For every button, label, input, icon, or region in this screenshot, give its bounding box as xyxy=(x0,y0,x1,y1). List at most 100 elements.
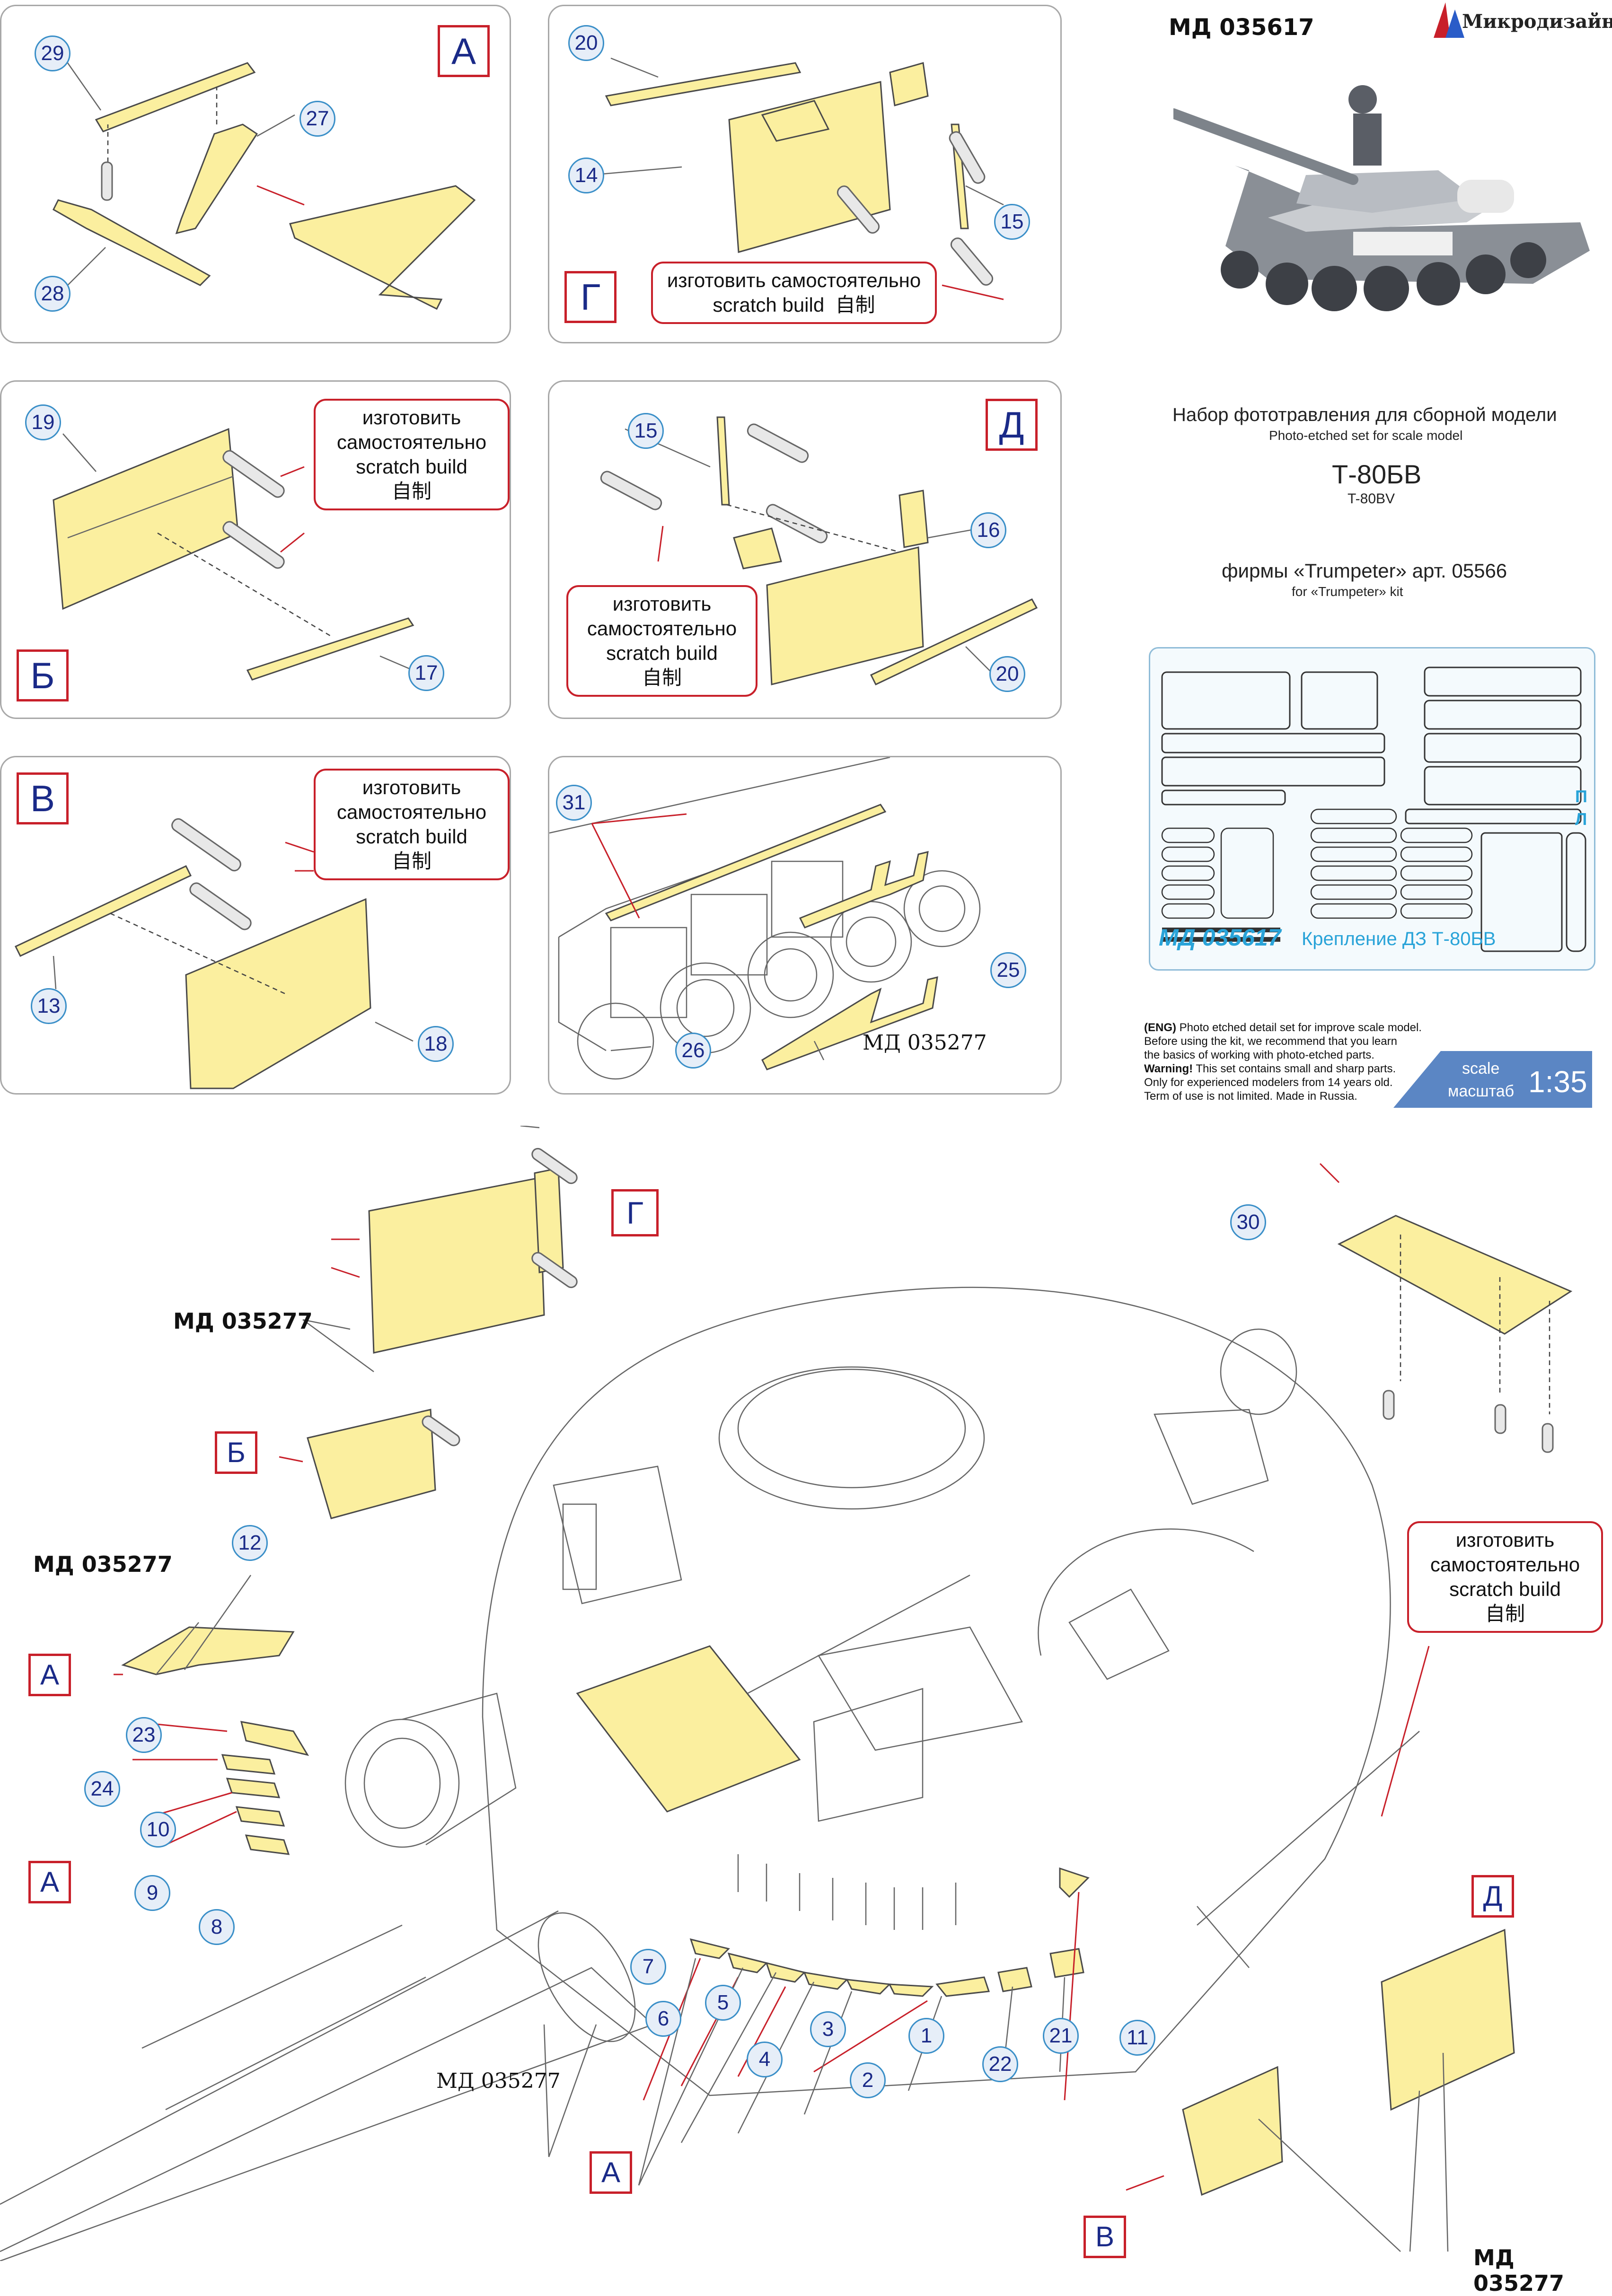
part-2-shape xyxy=(888,1983,934,1997)
kit-ru: фирмы «Trumpeter» арт. 05566 xyxy=(1222,560,1507,582)
fret-sheet: П Л МД 035617 Крепление ДЗ Т-80БВ xyxy=(1149,647,1595,971)
part-b-assembly-main xyxy=(307,1409,436,1519)
related-kit-label-a: МД 035277 xyxy=(33,1551,173,1577)
part-19-shape xyxy=(53,428,239,610)
scale-label-ru: масштаб xyxy=(1448,1082,1515,1100)
disclaimer-line2: Before using the kit, we recommend that … xyxy=(1144,1035,1397,1048)
part-number-13: 13 xyxy=(31,988,67,1024)
panel-b-letter: Б xyxy=(17,649,69,701)
main-part-number-1: 1 xyxy=(908,2018,944,2054)
panel-d-drawing xyxy=(600,416,1038,685)
main-part-number-6: 6 xyxy=(645,2001,681,2037)
scratch-ru2: самостоятельно xyxy=(336,431,487,453)
panel-v-drawing xyxy=(14,818,414,1089)
model-en: T-80BV xyxy=(1348,491,1395,507)
title-en: Photo-etched set for scale model xyxy=(1269,428,1463,443)
part-6-shape xyxy=(727,1952,768,1973)
part-assembled-a xyxy=(289,185,476,310)
related-kit-label-d: МД 035277 xyxy=(1473,2245,1565,2296)
scratch-ru: изготовить самостоятельно xyxy=(667,269,921,291)
brand-logo-icon xyxy=(1434,2,1464,38)
scratch-ru1: изготовить xyxy=(612,593,712,615)
main-letter-g: Г xyxy=(611,1189,659,1236)
scratch-en: scratch build xyxy=(356,825,467,848)
panel-b: 19 17 Б изготовить самостоятельно scratc… xyxy=(0,380,511,719)
main-letter-a-top: А xyxy=(28,1654,71,1696)
part-number-17: 17 xyxy=(408,655,444,691)
disclaimer-line1: Photo etched detail set for improve scal… xyxy=(1176,1021,1422,1034)
scratch-ru2: самостоятельно xyxy=(1430,1553,1580,1576)
header-code: МД 035617 xyxy=(1169,14,1314,41)
part-22-shape xyxy=(997,1967,1032,1992)
scratch-en: scratch build xyxy=(356,456,467,478)
main-part-number-12: 12 xyxy=(232,1525,268,1561)
main-part-number-3: 3 xyxy=(810,2011,846,2047)
scratch-en: scratch build xyxy=(606,642,718,664)
part-18-shape xyxy=(185,898,371,1089)
scratch-en: scratch build xyxy=(713,294,825,316)
part-number-27: 27 xyxy=(299,101,335,137)
part-bracket-g2 xyxy=(889,62,929,106)
part-16-shape xyxy=(766,546,924,685)
part-number-16: 16 xyxy=(970,512,1006,548)
main-letter-v: В xyxy=(1083,2216,1126,2258)
part-bracket-g1 xyxy=(761,100,830,142)
scale-badge xyxy=(1393,1051,1592,1108)
main-part-number-4: 4 xyxy=(747,2042,783,2077)
scratch-ru1: изготовить xyxy=(362,776,461,798)
part-21-shape xyxy=(1049,1948,1084,1978)
panel-d-letter: Д xyxy=(986,399,1038,451)
part-11-shape xyxy=(1059,1867,1090,1898)
scratch-ru2: самостоятельно xyxy=(587,617,737,640)
turret-drawing xyxy=(0,1126,1573,2261)
main-letter-b: Б xyxy=(215,1431,257,1474)
scratch-build-note-g: изготовить самостоятельно scratch build … xyxy=(651,262,937,324)
part-d-assembly xyxy=(1381,1928,1515,2111)
part-1-shape xyxy=(935,1976,990,1997)
scale-value: 1:35 xyxy=(1528,1065,1587,1099)
part-28-shape xyxy=(53,199,211,286)
model-ru: Т-80БВ xyxy=(1332,459,1422,489)
part-16-flange xyxy=(898,490,929,548)
part-9-shape xyxy=(235,1806,285,1827)
title-ru: Набор фототравления для сборной модели xyxy=(1172,404,1557,425)
panel-a: А 29 27 28 xyxy=(0,5,511,343)
fret-drawing xyxy=(1161,666,1586,952)
scratch-build-note-v: изготовить самостоятельно scratch build … xyxy=(314,769,510,880)
related-kit-label-bottom: МД 035277 xyxy=(436,2069,561,2093)
main-part-number-24: 24 xyxy=(84,1771,120,1807)
panel-d: Д 15 16 20 изготовить самостоятельно scr… xyxy=(548,380,1062,719)
part-number-31: 31 xyxy=(556,785,592,821)
main-part-number-22: 22 xyxy=(982,2046,1018,2082)
part-20-shape-d xyxy=(870,598,1038,685)
scratch-build-note-d: изготовить самостоятельно scratch build … xyxy=(566,585,758,697)
part-17-shape xyxy=(246,617,414,681)
part-number-26: 26 xyxy=(675,1033,711,1069)
part-a-assembly xyxy=(121,1626,295,1675)
scratch-build-note-b: изготовить самостоятельно scratch build … xyxy=(314,399,510,510)
disclaimer: (ENG) Photo etched detail set for improv… xyxy=(1144,1021,1422,1103)
panel-g-drawing xyxy=(601,57,1004,300)
scratch-cn: 自制 xyxy=(835,294,875,316)
part-7-shape xyxy=(689,1938,730,1959)
part-30-installed xyxy=(576,1645,801,1813)
part-number-20-d: 20 xyxy=(989,656,1025,692)
scratch-ru1: изготовить xyxy=(1455,1529,1555,1551)
part-number-14: 14 xyxy=(568,158,604,193)
part-26-shape xyxy=(761,976,938,1070)
related-kit-label-g: МД 035277 xyxy=(173,1308,313,1334)
main-part-number-8: 8 xyxy=(199,1909,235,1945)
part-15-shape-d xyxy=(716,416,730,506)
main-part-number-30: 30 xyxy=(1230,1204,1266,1240)
scratch-cn: 自制 xyxy=(391,480,432,502)
part-30-shape xyxy=(1337,1215,1573,1335)
part-g-assembly-main xyxy=(368,1177,545,1354)
panel-suspension: 31 25 26 МД 035277 xyxy=(548,756,1062,1095)
disclaimer-warning: Warning! xyxy=(1144,1062,1193,1075)
fret-caption: Крепление ДЗ Т-80БВ xyxy=(1302,929,1496,949)
part-29-shape xyxy=(95,62,256,132)
tank-photo xyxy=(1173,61,1599,326)
main-part-number-23: 23 xyxy=(126,1717,162,1753)
main-part-number-2: 2 xyxy=(850,2062,886,2098)
part-4-shape xyxy=(803,1972,849,1990)
